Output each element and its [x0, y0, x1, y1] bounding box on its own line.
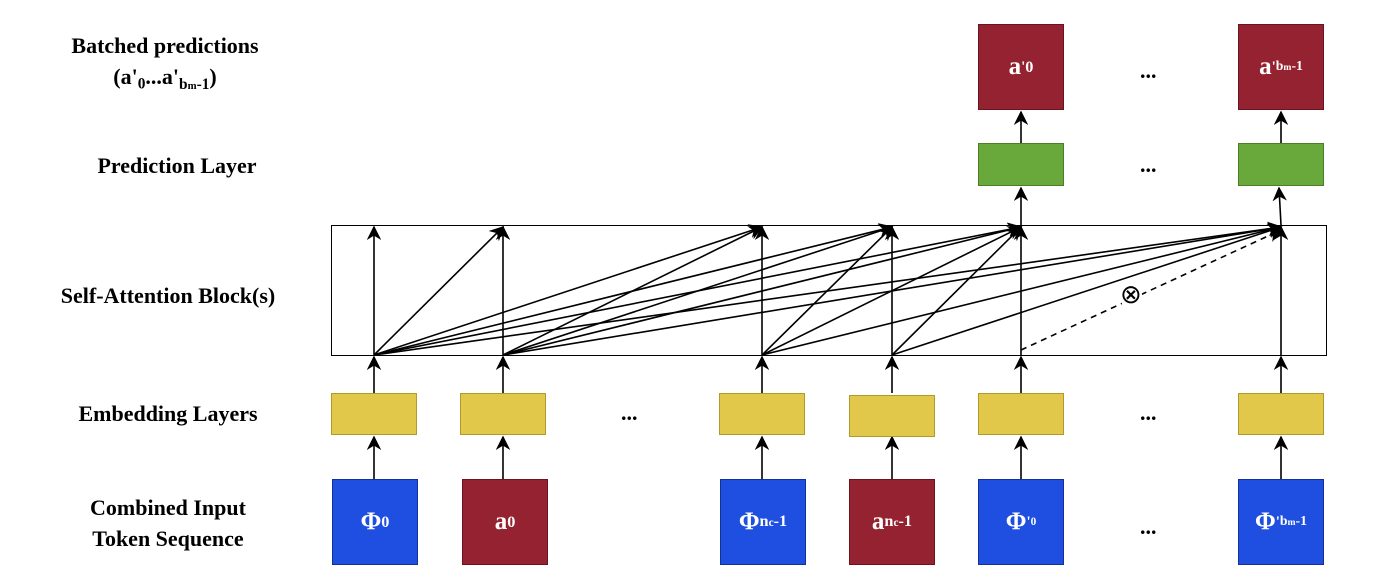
combined-input-line1: Combined Input: [90, 495, 246, 520]
self-attention-label: Self-Attention Block(s): [60, 283, 276, 308]
prediction-layer-bm-1: [1238, 143, 1324, 186]
mask-icon: ⊗: [1120, 280, 1142, 310]
attention-edge-masked: [1020, 228, 1283, 351]
embedding-layer-phi-nc-1: [719, 393, 805, 435]
prediction-layer-0: [978, 143, 1064, 186]
embedding-layer-phi-prime-0: [978, 393, 1064, 435]
prediction-layer-label: Prediction Layer: [97, 153, 257, 178]
attention-edge-phi-nc-1-to-a-nc-1: [761, 225, 894, 356]
batched-predictions-label: Batched predictions (a'0...a'bm-1): [0, 30, 330, 102]
attention-edge-a-nc-1-to-phi-prime-bm-1: [891, 224, 1283, 356]
embedding-layer-a-nc-1: [849, 395, 935, 437]
ellipsis-output: ...: [1140, 58, 1157, 83]
attention-edge-a-0-to-a-nc-1: [502, 224, 894, 356]
combined-input-line2: Token Sequence: [92, 526, 244, 551]
embedding-layer-a-0: [460, 393, 546, 435]
batched-predictions-range: (a'0...a'bm-1): [113, 64, 217, 93]
embedding-layer-phi-prime-bm-1: [1238, 393, 1324, 435]
ellipsis-token-right: ...: [1140, 514, 1157, 539]
attention-edge-a-0-to-phi-nc-1: [502, 226, 764, 356]
output-prediction-0: a'0: [978, 24, 1064, 110]
ellipsis-prediction: ...: [1140, 152, 1157, 177]
output-prediction-bm-1: a'bm-1: [1238, 24, 1324, 110]
token-phi-prime-bm-1: Φ'bm-1: [1238, 479, 1324, 565]
attention-edge-phi-0-to-phi-nc-1: [373, 224, 764, 356]
combined-input-label: Combined Input Token Sequence: [3, 492, 333, 554]
self-attention-block: [331, 225, 1327, 356]
batched-predictions-title: Batched predictions: [71, 33, 259, 58]
arrow-attention-to-prediction-bm-1: [1272, 186, 1287, 226]
token-phi-prime-0: Φ'0: [978, 479, 1064, 565]
ellipsis-input: ...: [621, 400, 638, 425]
embedding-layer-phi-0: [331, 393, 417, 435]
attention-edge-phi-0-to-a-0: [373, 225, 505, 356]
ellipsis-input-right: ...: [1140, 400, 1157, 425]
attention-edge-a-nc-1-to-phi-prime-0: [891, 225, 1023, 356]
embedding-layers-label: Embedding Layers: [78, 401, 258, 426]
